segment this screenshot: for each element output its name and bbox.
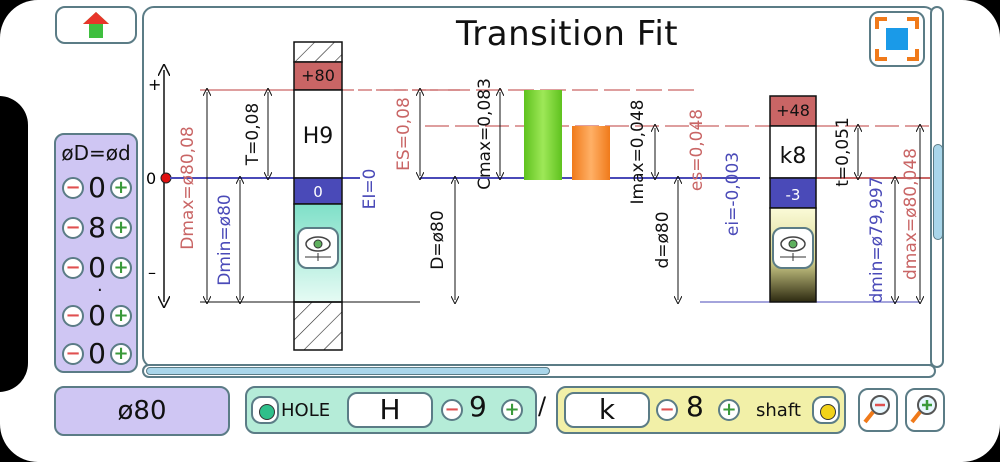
shaft-grade-value: 8: [686, 390, 704, 423]
digit-value: 0: [88, 299, 106, 332]
decrement-button[interactable]: −: [62, 177, 84, 199]
zoom-out-button[interactable]: [858, 388, 898, 432]
shaft-select-toggle[interactable]: [812, 396, 840, 424]
hole-grade-decrement-button[interactable]: −: [441, 399, 463, 421]
hole-select-toggle[interactable]: [251, 396, 279, 424]
eye-icon: [305, 236, 331, 261]
shaft-view-button[interactable]: [772, 227, 814, 269]
fit-separator: /: [538, 392, 547, 420]
shaft-grade-increment-button[interactable]: +: [718, 399, 740, 421]
increment-button[interactable]: +: [110, 217, 132, 239]
decrement-button[interactable]: −: [62, 217, 84, 239]
fullscreen-icon: [875, 17, 919, 61]
decrement-button[interactable]: −: [62, 305, 84, 327]
increment-button[interactable]: +: [110, 257, 132, 279]
decimal-point: .: [97, 275, 103, 296]
zoom-out-icon: [863, 395, 890, 424]
vertical-scroll-thumb[interactable]: [933, 144, 943, 240]
hole-label: HOLE: [281, 400, 331, 421]
diagram-canvas[interactable]: [142, 6, 936, 368]
home-button[interactable]: [55, 6, 137, 44]
decrement-button[interactable]: −: [62, 343, 84, 365]
digit-stepper-1: − 0 +: [60, 171, 134, 205]
digit-value: 0: [88, 171, 106, 204]
shaft-grade-decrement-button[interactable]: −: [656, 399, 678, 421]
digit-stepper-3: − 0 +: [60, 251, 134, 285]
zoom-in-button[interactable]: [905, 388, 945, 432]
digit-stepper-4: − 0 +: [60, 299, 134, 333]
horizontal-scroll-thumb[interactable]: [146, 367, 550, 375]
digit-value: 8: [88, 211, 106, 244]
digit-value: 0: [88, 337, 106, 370]
eye-icon: [780, 236, 806, 261]
nominal-diameter-panel: øD=ød − 0 + − 8 + − 0 + . − 0 + − 0 +: [54, 133, 138, 373]
shaft-tolerance-panel: k − 8 + shaft: [556, 386, 846, 434]
hole-grade-increment-button[interactable]: +: [501, 399, 523, 421]
home-arrow-icon: [83, 12, 109, 38]
decimal-point-row: .: [60, 275, 134, 297]
hole-view-button[interactable]: [297, 227, 339, 269]
nominal-diameter-display: ø80: [54, 386, 230, 436]
diameter-equation-label: øD=ød: [61, 141, 131, 165]
shaft-letter-field[interactable]: k: [564, 392, 650, 428]
zoom-in-icon: [910, 395, 937, 424]
hole-tolerance-panel: HOLE H − 9 +: [245, 386, 537, 434]
digit-stepper-5: − 0 +: [60, 337, 134, 371]
vertical-scrollbar[interactable]: [930, 6, 944, 368]
fullscreen-button[interactable]: [869, 11, 925, 67]
device-notch: [0, 96, 28, 392]
digit-value: 0: [88, 251, 106, 284]
hole-grade-value: 9: [469, 390, 487, 423]
page-title: Transition Fit: [456, 14, 679, 54]
hole-letter-field[interactable]: H: [347, 392, 433, 428]
shaft-label: shaft: [756, 400, 801, 421]
increment-button[interactable]: +: [110, 177, 132, 199]
increment-button[interactable]: +: [110, 343, 132, 365]
digit-stepper-2: − 8 +: [60, 211, 134, 245]
decrement-button[interactable]: −: [62, 257, 84, 279]
horizontal-scrollbar[interactable]: [142, 364, 936, 378]
increment-button[interactable]: +: [110, 305, 132, 327]
